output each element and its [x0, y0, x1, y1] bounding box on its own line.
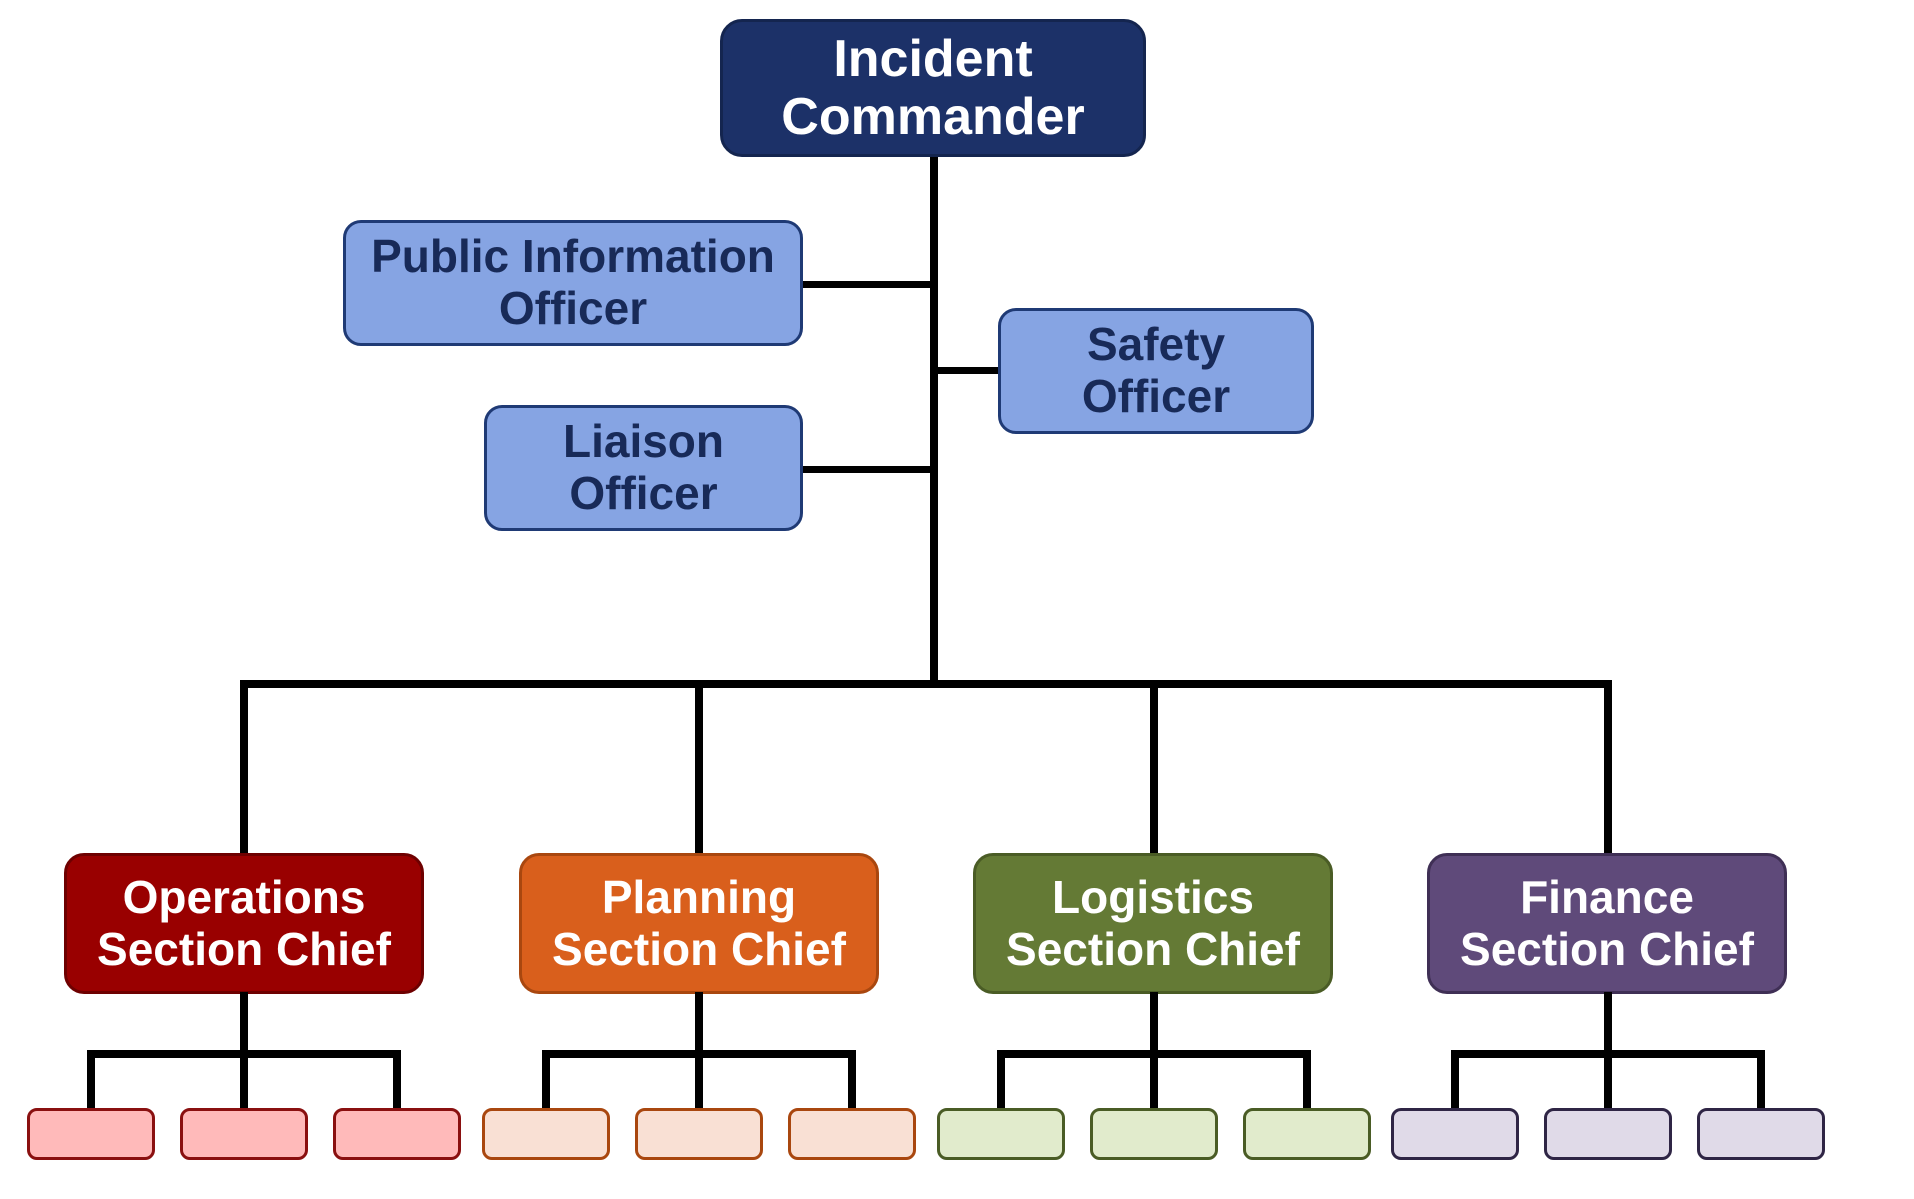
- logistics-sub-unit-box: [937, 1108, 1065, 1160]
- planning-line2: Section Chief: [552, 922, 846, 975]
- finance-sub-unit-box: [1697, 1108, 1825, 1160]
- finance-line1: Finance: [1520, 870, 1694, 923]
- liaison-line2: Officer: [569, 467, 718, 519]
- finance-sub-drop-connector: [1604, 1050, 1612, 1110]
- operations-sub-unit-box: [180, 1108, 308, 1160]
- safety-officer-box: Safety Officer: [998, 308, 1314, 434]
- operations-sub-unit-box: [333, 1108, 461, 1160]
- finance-sub-unit-box: [1544, 1108, 1672, 1160]
- safety-line1: Safety: [1086, 318, 1226, 371]
- planning-sub-drop-connector: [542, 1050, 550, 1110]
- operations-sub-drop-connector: [87, 1050, 95, 1110]
- incident-commander-box: Incident Commander: [720, 19, 1146, 157]
- public-information-officer-box: Public Information Officer: [343, 220, 803, 346]
- logistics-sub-drop-connector: [997, 1050, 1005, 1110]
- finance-sub-drop-connector: [1451, 1050, 1459, 1110]
- operations-sub-unit-box: [27, 1108, 155, 1160]
- logistics-sub-unit-box: [1090, 1108, 1218, 1160]
- planning-sub-drop-connector: [848, 1050, 856, 1110]
- liaison-line1: Liaison: [562, 415, 725, 468]
- finance-sub-unit-box: [1391, 1108, 1519, 1160]
- finance-sub-drop-connector: [1757, 1050, 1765, 1110]
- planning-sub-drop-connector: [695, 1050, 703, 1110]
- planning-sub-unit-box: [635, 1108, 763, 1160]
- log-drop-connector: [1150, 680, 1158, 855]
- pio-connector: [801, 281, 934, 288]
- logistics-sub-drop-connector: [1303, 1050, 1311, 1110]
- logistics-sub-unit-box: [1243, 1108, 1371, 1160]
- safety-connector: [934, 367, 1000, 374]
- pio-line1: Public Information: [371, 230, 775, 283]
- operations-sub-drop-connector: [240, 1050, 248, 1110]
- safety-line2: Officer: [1081, 370, 1231, 422]
- operations-line1: Operations: [122, 870, 366, 923]
- liaison-connector: [801, 466, 934, 473]
- section-bus-connector: [240, 680, 1612, 688]
- finance-section-chief-box: Finance Section Chief: [1427, 853, 1787, 994]
- planning-line1: Planning: [601, 870, 797, 923]
- logistics-line2: Section Chief: [1006, 922, 1300, 975]
- planning-section-chief-box: Planning Section Chief: [519, 853, 879, 994]
- logistics-sub-drop-connector: [1150, 1050, 1158, 1110]
- operations-line2: Section Chief: [97, 922, 391, 975]
- incident-commander-line1: Incident: [833, 29, 1033, 88]
- ops-drop-connector: [240, 680, 248, 855]
- pio-line2: Officer: [498, 282, 648, 334]
- liaison-officer-box: Liaison Officer: [484, 405, 803, 531]
- trunk-connector: [930, 155, 938, 687]
- plan-drop-connector: [695, 680, 703, 855]
- operations-section-chief-box: Operations Section Chief: [64, 853, 424, 994]
- fin-drop-connector: [1604, 680, 1612, 855]
- operations-sub-drop-connector: [393, 1050, 401, 1110]
- planning-sub-unit-box: [482, 1108, 610, 1160]
- incident-commander-line2: Commander: [781, 88, 1085, 146]
- logistics-line1: Logistics: [1052, 870, 1254, 923]
- finance-line2: Section Chief: [1460, 922, 1754, 975]
- planning-sub-unit-box: [788, 1108, 916, 1160]
- logistics-section-chief-box: Logistics Section Chief: [973, 853, 1333, 994]
